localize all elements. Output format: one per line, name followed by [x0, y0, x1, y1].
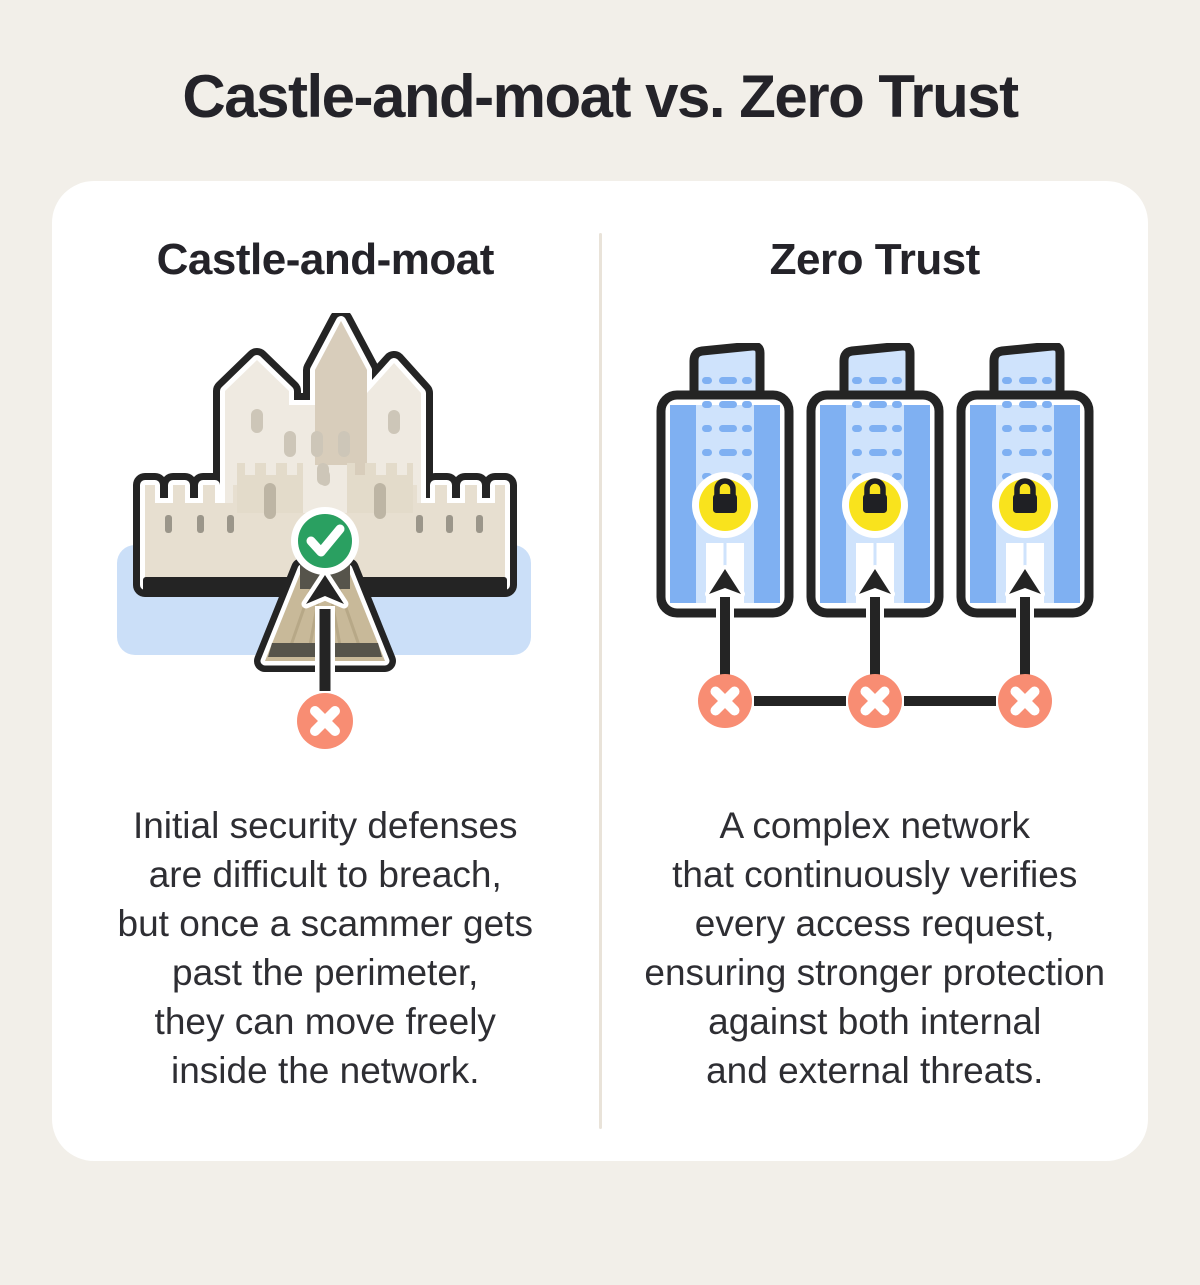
- zero-trust-column-heading: Zero Trust: [769, 235, 981, 284]
- castle-column-heading: Castle-and-moat: [156, 235, 495, 284]
- gate-tower-windows: [264, 483, 387, 519]
- x-icon: [310, 706, 341, 736]
- column-divider: [598, 233, 602, 1129]
- check-icon: [306, 524, 345, 557]
- castle-description: Initial security defenses are difficult …: [117, 805, 533, 1091]
- castle-and-moat-graphic: [117, 313, 532, 749]
- check-badge: [291, 507, 360, 575]
- zero-trust-illustration: [645, 285, 1105, 791]
- column-castle-and-moat: Castle-and-moat: [52, 181, 599, 1161]
- page-title: Castle-and-moat vs. Zero Trust: [182, 63, 1019, 130]
- castle-windows: [251, 409, 401, 486]
- castle-spire: [315, 321, 368, 488]
- column-zero-trust: Zero Trust: [602, 181, 1149, 1161]
- arrow-up-icon: [301, 570, 349, 691]
- castle-illustration: [105, 285, 545, 791]
- zero-trust-graphic: [645, 343, 1105, 733]
- comparison-card: Castle-and-moat: [52, 181, 1148, 1161]
- cross-badge: [297, 693, 354, 749]
- zero-trust-description: A complex network that continuously veri…: [644, 805, 1106, 1091]
- wall-slit-windows: [165, 515, 484, 533]
